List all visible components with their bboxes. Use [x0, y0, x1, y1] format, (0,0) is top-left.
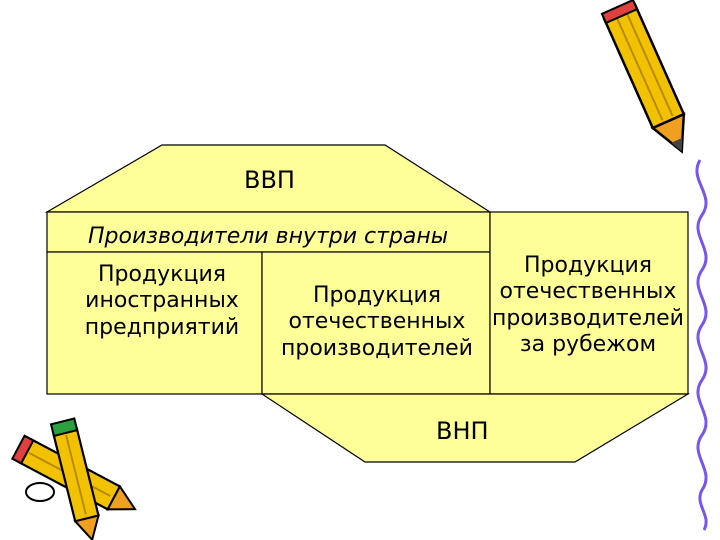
domestic-producers-label: Продукция отечественных производителей	[264, 283, 490, 362]
text-line: предприятий	[84, 314, 240, 340]
inside-country-label: Производители внутри страны	[88, 224, 449, 249]
crossed-pencils-icon	[10, 417, 137, 540]
inside-country-band	[46, 211, 491, 253]
gdp-label: ВВП	[244, 166, 295, 194]
text-line: Продукция	[98, 262, 226, 287]
gnp-label: ВНП	[436, 417, 489, 445]
text-line: иностранных	[85, 288, 239, 314]
squiggle-decoration	[695, 159, 708, 531]
domestic-abroad-label: Продукция отечественных производителей з…	[488, 253, 688, 359]
text-line: производителей	[281, 335, 473, 361]
text-line: за рубежом	[519, 332, 657, 358]
foreign-enterprises-label: Продукция иностранных предприятий	[64, 262, 260, 341]
domestic-abroad-box	[489, 211, 689, 395]
text-line: отечественных	[288, 309, 466, 335]
gnp-trapezoid	[260, 393, 691, 463]
text-line: Продукция	[313, 283, 441, 308]
text-line: отечественных	[499, 279, 677, 305]
foreign-enterprises-box	[46, 251, 263, 395]
domestic-producers-box	[261, 251, 491, 395]
text-line: Продукция	[524, 253, 652, 278]
pencil-icon	[600, 0, 686, 154]
text-line: производителей	[492, 305, 684, 331]
